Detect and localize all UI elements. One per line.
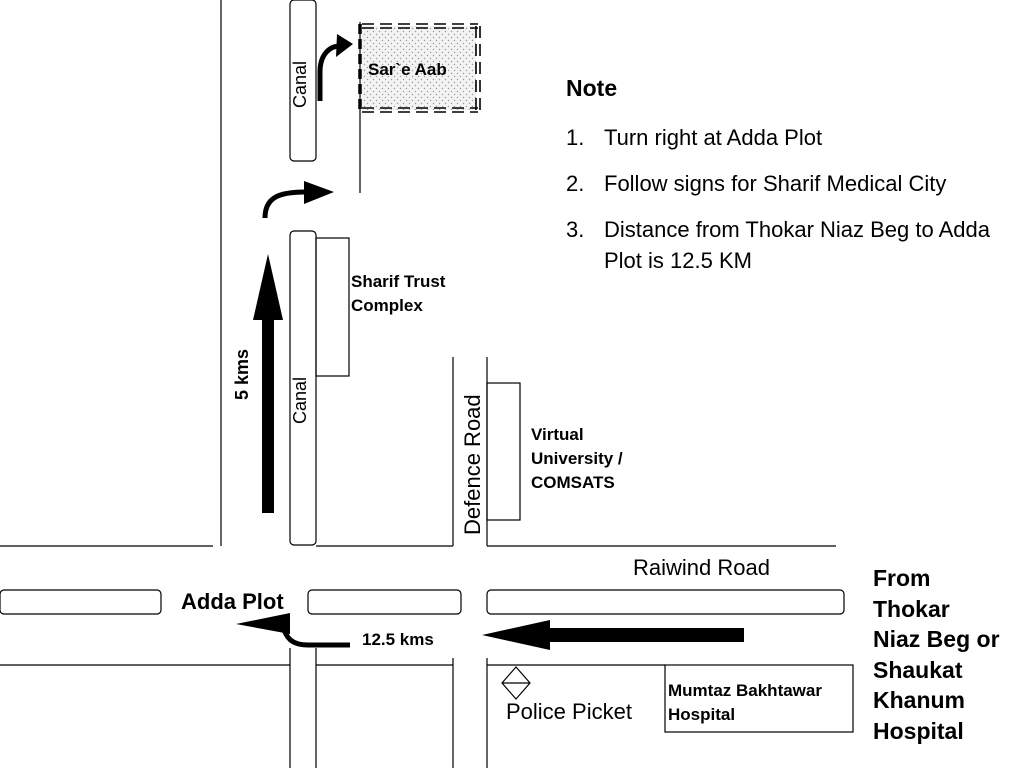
arrow-icon xyxy=(253,254,283,513)
from-line: Khanum xyxy=(873,687,965,714)
virtual-university-label-line3: COMSATS xyxy=(531,473,615,492)
median-strip xyxy=(486,589,845,615)
canal-bottom-strip xyxy=(289,230,317,546)
canal-top-label: Canal xyxy=(290,60,310,108)
destination-area xyxy=(362,26,476,110)
note-list: 1. Turn right at Adda Plot 2. Follow sig… xyxy=(566,122,1024,291)
note-item-number: 1. xyxy=(566,125,585,150)
median-strip xyxy=(307,589,462,615)
mumtaz-hospital-box xyxy=(664,664,854,733)
canal-bottom-label: Canal xyxy=(290,376,310,424)
arrow-icon xyxy=(236,613,350,648)
raiwind-road-label: Raiwind Road xyxy=(633,555,770,580)
sharif-trust-label-line2: Complex xyxy=(351,296,423,315)
from-line: Hospital xyxy=(873,717,964,744)
note-item: 1. Turn right at Adda Plot xyxy=(566,122,1024,153)
defence-road-label: Defence Road xyxy=(460,394,485,535)
virtual-university-label-line1: Virtual xyxy=(531,425,584,444)
note-title: Note xyxy=(566,75,618,101)
note-item-text: Follow signs for Sharif Medical City xyxy=(604,171,947,196)
note-item-number: 3. xyxy=(566,217,585,242)
diamond-icon xyxy=(501,666,531,700)
virtual-university-label-line2: University / xyxy=(531,449,623,468)
note-item: 3. Distance from Thokar Niaz Beg to Adda… xyxy=(566,214,1024,276)
adda-plot-label: Adda Plot xyxy=(181,589,284,614)
from-direction-label: From Thokar Niaz Beg or Shaukat Khanum H… xyxy=(873,563,1023,747)
median-strip xyxy=(0,589,162,615)
note-item-text: Turn right at Adda Plot xyxy=(604,125,823,150)
from-line: From xyxy=(873,565,931,591)
police-picket-label: Police Picket xyxy=(506,699,632,724)
twelve-kms-label: 12.5 kms xyxy=(362,630,434,649)
note-item-text: Distance from Thokar Niaz Beg to Adda Pl… xyxy=(604,217,991,273)
from-line: Niaz Beg or xyxy=(873,626,1000,653)
from-line: Shaukat xyxy=(873,656,963,683)
sharif-trust-label-line1: Sharif Trust xyxy=(351,272,446,291)
mumtaz-hospital-label-line2: Hospital xyxy=(668,705,736,724)
arrow-icon xyxy=(262,181,334,219)
sharif-trust-box xyxy=(315,237,350,377)
canal-top-strip xyxy=(289,0,317,162)
five-kms-label: 5 kms xyxy=(232,348,252,400)
arrow-icon xyxy=(317,34,353,101)
arrow-icon xyxy=(482,620,744,650)
from-line: Thokar xyxy=(873,595,950,622)
destination-label: Sar`e Aab xyxy=(368,60,447,79)
virtual-university-box xyxy=(486,382,521,521)
mumtaz-hospital-label-line1: Mumtaz Bakhtawar xyxy=(668,681,822,700)
note-item: 2. Follow signs for Sharif Medical City xyxy=(566,168,1024,199)
note-item-number: 2. xyxy=(566,171,585,196)
